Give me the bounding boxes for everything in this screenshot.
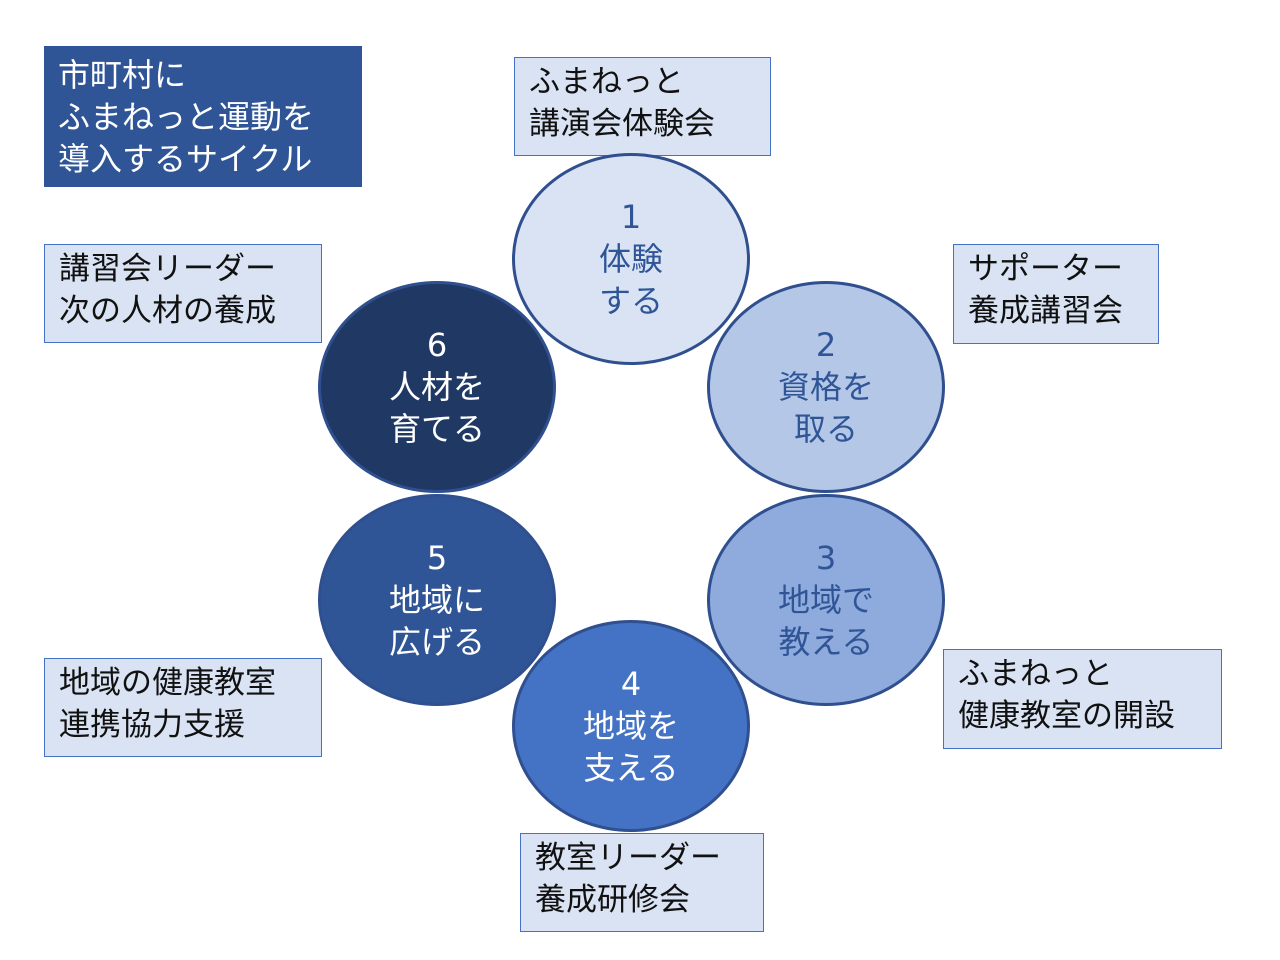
stage-text-line1: 地域で [777,581,874,619]
stage-text-line1: 人材を [388,368,485,406]
stage-text-line1: 体験 [598,240,663,278]
stage-text-line2: 教える [778,623,874,661]
stage-number: 6 [426,326,448,364]
diagram-title: 市町村に ふまねっと運動を 導入するサイクル [44,46,362,187]
stage-6-develop: 6 人材を 育てる [318,281,556,493]
stage-number: 3 [815,539,837,577]
label-lecture-experience: ふまねっと 講演会体験会 [514,57,771,156]
stage-number: 5 [426,539,448,577]
stage-4-support: 4 地域を 支える [512,620,750,832]
stage-2-qualify: 2 資格を 取る [707,281,945,493]
stage-number: 2 [815,326,837,364]
stage-text-line2: する [598,282,663,320]
label-supporter-training: サポーター 養成講習会 [953,244,1159,344]
label-community-support: 地域の健康教室 連携協力支援 [44,658,322,757]
stage-text-line1: 地域を [582,707,679,745]
stage-text-line1: 地域に [388,581,485,619]
stage-text-line2: 支える [583,749,679,787]
stage-text-line1: 資格を [777,368,874,406]
stage-5-spread: 5 地域に 広げる [318,494,556,706]
stage-text-line2: 広げる [388,623,485,661]
stage-3-teach: 3 地域で 教える [707,494,945,706]
stage-1-experience: 1 体験 する [512,153,750,365]
stage-text-line2: 取る [793,410,858,448]
stage-number: 4 [620,665,642,703]
label-next-leaders: 講習会リーダー 次の人材の養成 [44,244,322,343]
label-leader-training: 教室リーダー 養成研修会 [520,833,764,932]
stage-number: 1 [620,198,642,236]
label-open-classroom: ふまねっと 健康教室の開設 [943,649,1222,749]
stage-text-line2: 育てる [388,410,485,448]
